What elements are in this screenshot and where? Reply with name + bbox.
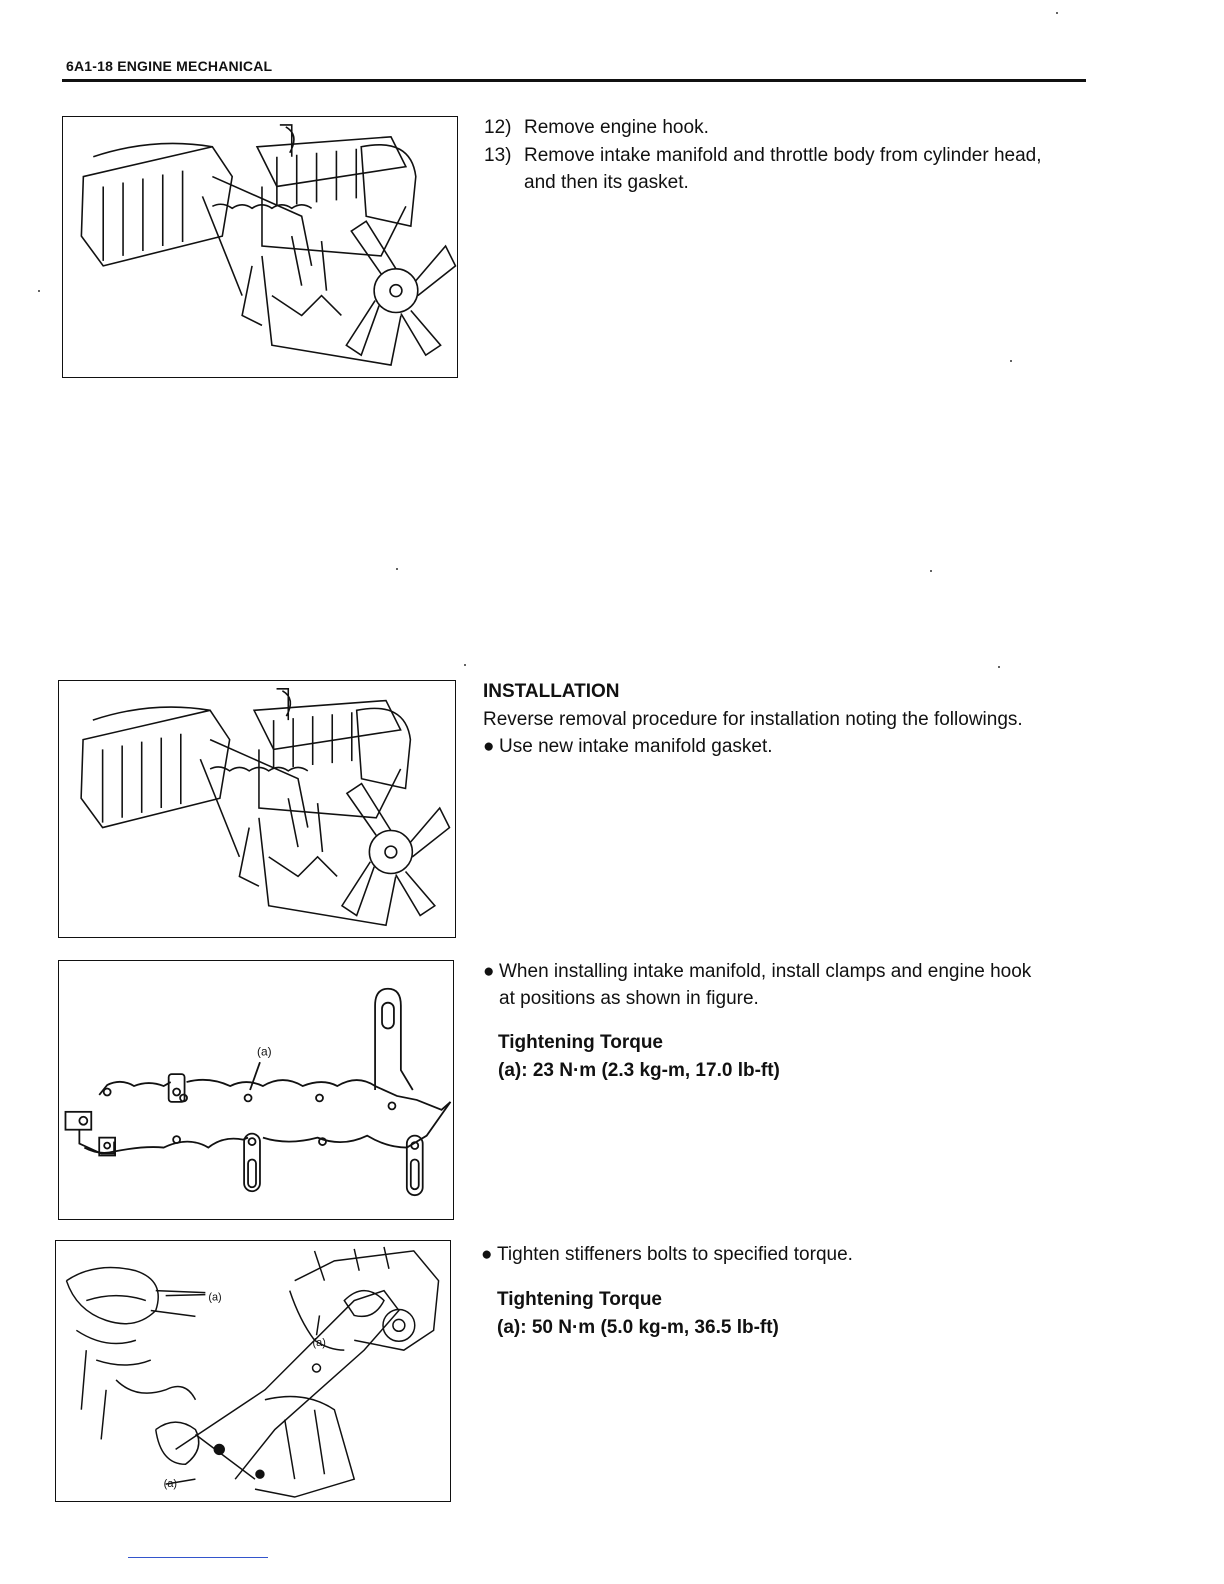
step-number: 12) <box>484 117 512 138</box>
torque-title-2: Tightening Torque <box>497 1289 662 1310</box>
scan-speck <box>998 666 1000 668</box>
scan-speck <box>396 568 398 570</box>
bullet-text: Use new intake manifold gasket. <box>499 736 773 757</box>
bullet-clamps: ● When installing intake manifold, insta… <box>483 958 1119 1012</box>
header-rule <box>62 79 1086 82</box>
bullet-new-gasket: ● Use new intake manifold gasket. <box>483 733 1109 760</box>
step-text-continued: and then its gasket. <box>524 172 689 193</box>
bullet-stiffeners: ● Tighten stiffeners bolts to specified … <box>481 1241 1117 1268</box>
bullet-dot: ● <box>481 1244 493 1265</box>
bullet-text: When installing intake manifold, install… <box>499 961 1032 982</box>
stiffener-figure: (a) (a) (a) <box>55 1240 451 1502</box>
torque-value-2: (a): 50 N·m (5.0 kg-m, 36.5 lb-ft) <box>497 1317 779 1338</box>
engine-figure-installation <box>58 680 456 938</box>
footer-mark <box>128 1557 268 1558</box>
installation-heading: INSTALLATION <box>483 681 620 702</box>
scan-speck <box>38 290 40 292</box>
removal-step-12: 12) Remove engine hook. <box>484 114 1104 141</box>
step-number: 13) <box>484 145 512 166</box>
step-text: Remove intake manifold and throttle body… <box>524 145 1042 166</box>
bullet-dot: ● <box>483 736 495 757</box>
gasket-figure: (a) <box>58 960 454 1220</box>
stiffener-label-a-middle: (a) <box>313 1337 326 1349</box>
engine-figure-removal <box>62 116 458 378</box>
installation-intro: Reverse removal procedure for installati… <box>483 709 1023 730</box>
stiffener-label-a-upper: (a) <box>208 1292 221 1304</box>
step-text: Remove engine hook. <box>524 117 709 138</box>
torque-title-1: Tightening Torque <box>498 1032 663 1053</box>
bullet-dot: ● <box>483 961 495 982</box>
bullet-text-continued: at positions as shown in figure. <box>499 988 759 1009</box>
engine-illustration-1 <box>80 124 457 367</box>
torque-value-1: (a): 23 N·m (2.3 kg-m, 17.0 lb-ft) <box>498 1060 780 1081</box>
stiffener-label-a-lower: (a) <box>164 1478 177 1490</box>
engine-illustration-2 <box>80 688 451 927</box>
scan-speck <box>1056 12 1058 14</box>
scan-speck <box>1010 360 1012 362</box>
scan-speck <box>930 570 932 572</box>
scan-speck <box>464 664 466 666</box>
page-header-title: 6A1-18 ENGINE MECHANICAL <box>66 58 273 74</box>
gasket-label-a: (a) <box>257 1044 272 1058</box>
removal-step-13: 13) Remove intake manifold and throttle b… <box>484 142 1104 196</box>
bullet-text: Tighten stiffeners bolts to specified to… <box>497 1244 853 1265</box>
